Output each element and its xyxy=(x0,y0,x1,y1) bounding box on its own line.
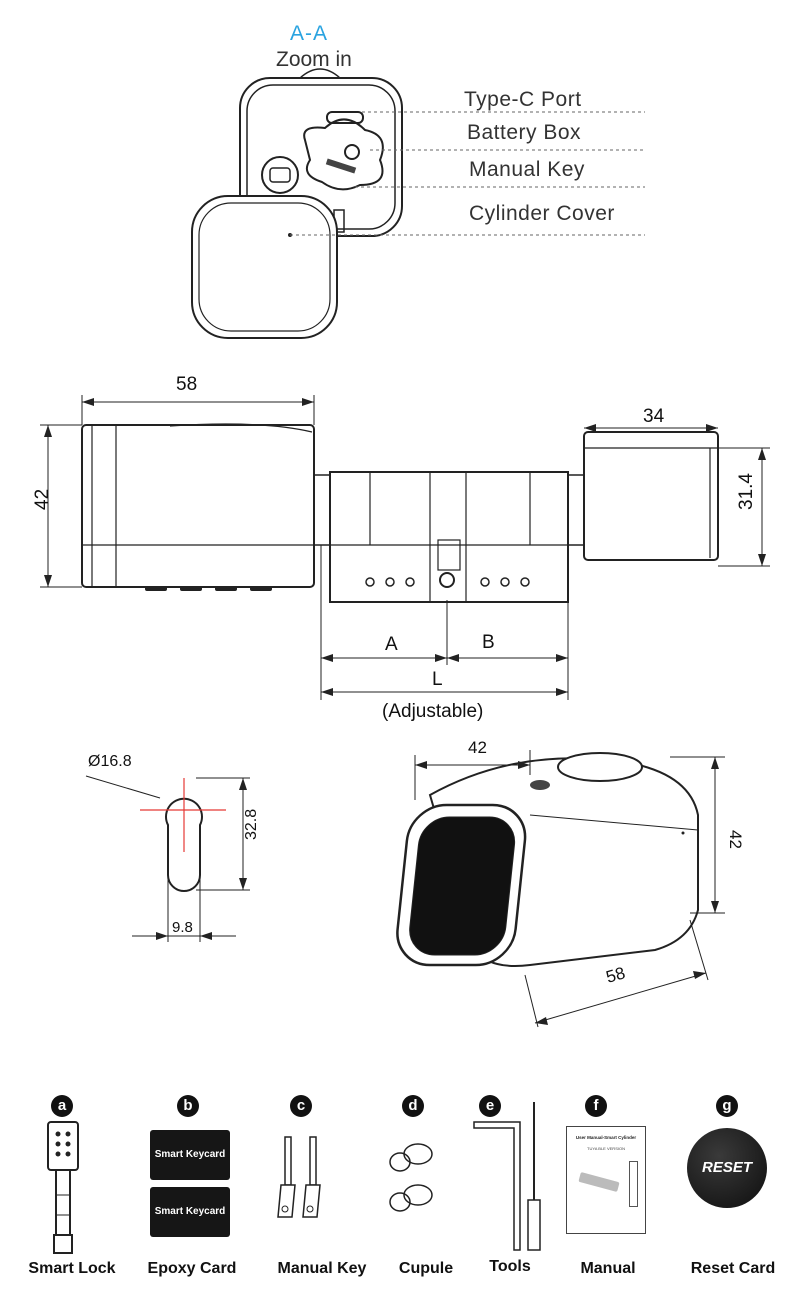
side-view-diagram: 58 42 34 31.4 A B L (Adjustable) xyxy=(32,374,770,722)
label-smart-lock: Smart Lock xyxy=(28,1260,116,1277)
dim-profile-height: 32.8 xyxy=(243,809,260,840)
badge-e: e xyxy=(479,1095,501,1117)
label-cupule: Cupule xyxy=(398,1260,454,1277)
manual-icon: User Manual-Smart Cylinder TUYA BLE VERS… xyxy=(566,1126,646,1234)
tools-icon xyxy=(473,1102,541,1251)
manual-subtitle: TUYA BLE VERSION xyxy=(587,1146,625,1151)
manual-title: User Manual-Smart Cylinder xyxy=(575,1135,637,1140)
dim-iso-height: 42 xyxy=(726,830,745,849)
dim-thumb-length: 34 xyxy=(643,406,665,427)
dim-knob-length: 58 xyxy=(176,374,197,395)
badge-f: f xyxy=(585,1095,607,1117)
profile-diagram: Ø16.8 32.8 9.8 xyxy=(85,753,260,942)
key-icon xyxy=(277,1136,321,1218)
dim-diameter: Ø16.8 xyxy=(88,753,132,770)
callout-manual-key: Manual Key xyxy=(469,158,585,181)
label-epoxy-card: Epoxy Card xyxy=(147,1260,237,1277)
dim-knob-height: 42 xyxy=(32,489,53,510)
dim-profile-width: 9.8 xyxy=(172,919,193,936)
section-label: A-A xyxy=(290,22,329,45)
dim-a: A xyxy=(385,634,398,655)
callout-battery-box: Battery Box xyxy=(467,121,582,144)
badge-c: c xyxy=(290,1095,312,1117)
reset-card-icon: RESET xyxy=(687,1128,767,1208)
dim-iso-length: 58 xyxy=(604,963,627,986)
badge-a: a xyxy=(51,1095,73,1117)
smart-lock-icon xyxy=(47,1121,79,1254)
zoom-diagram xyxy=(191,68,645,339)
zoom-title: Zoom in xyxy=(276,48,352,71)
label-manual: Manual xyxy=(580,1260,636,1277)
keycard-icon: Smart Keycard xyxy=(150,1130,230,1180)
dim-l-note: (Adjustable) xyxy=(382,701,483,722)
callout-cylinder-cover: Cylinder Cover xyxy=(469,202,615,225)
iso-diagram: 42 42 58 xyxy=(396,738,745,1028)
dim-iso-width: 42 xyxy=(468,738,487,757)
label-manual-key: Manual Key xyxy=(277,1260,367,1277)
label-tools: Tools xyxy=(489,1258,531,1275)
badge-g: g xyxy=(716,1095,738,1117)
dim-b: B xyxy=(482,632,495,653)
cupule-icon xyxy=(389,1143,433,1212)
callout-type-c-port: Type-C Port xyxy=(464,88,582,111)
dim-thumb-height: 31.4 xyxy=(736,473,757,510)
badge-d: d xyxy=(402,1095,424,1117)
keycard-icon: Smart Keycard xyxy=(150,1187,230,1237)
label-reset-card: Reset Card xyxy=(690,1260,776,1277)
badge-b: b xyxy=(177,1095,199,1117)
dim-l: L xyxy=(432,669,443,690)
